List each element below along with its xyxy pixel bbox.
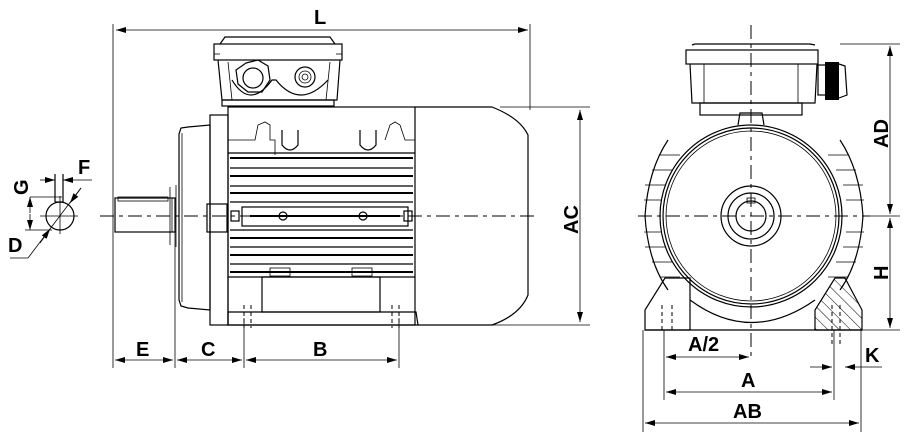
dim-label-AC: AC	[561, 205, 583, 234]
mounting-feet	[227, 276, 419, 328]
shaft	[114, 196, 176, 233]
dim-label-K: K	[865, 345, 880, 367]
dim-label-C: C	[201, 339, 215, 361]
motor-side-view: L	[100, 7, 590, 368]
end-shield	[169, 114, 229, 326]
dim-label-E: E	[136, 339, 149, 361]
dim-label-D: D	[8, 235, 22, 257]
motor-front-view: AD H A/2 A AB K	[638, 25, 900, 432]
fan-cover	[415, 106, 529, 326]
dim-label-AB: AB	[733, 401, 762, 423]
cooling-fins	[644, 154, 864, 278]
front-feet	[644, 277, 863, 345]
dim-label-G: G	[11, 179, 33, 195]
dim-label-L: L	[314, 7, 326, 29]
dim-label-A-half: A/2	[688, 334, 719, 356]
dim-label-F: F	[78, 157, 90, 179]
cable-gland	[235, 59, 271, 93]
shaft-section-detail: G F D	[8, 157, 92, 259]
dim-label-H: H	[871, 266, 893, 280]
terminal-box-front	[685, 43, 848, 116]
terminal-box	[213, 36, 343, 107]
dim-label-AD: AD	[871, 119, 893, 148]
plug	[294, 66, 316, 88]
dim-label-B: B	[313, 339, 327, 361]
dim-label-A: A	[741, 370, 755, 392]
cable-gland-front	[825, 62, 839, 100]
